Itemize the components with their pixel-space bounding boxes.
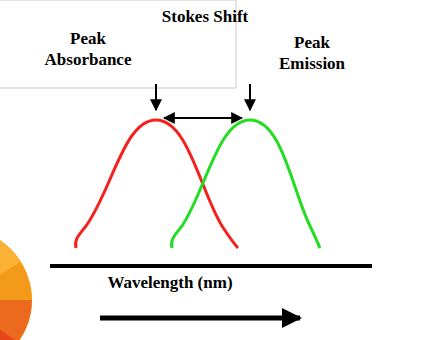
emission-curve: [171, 120, 320, 248]
peak-pointer: [155, 84, 157, 110]
axis-label: Wavelength (nm): [80, 272, 260, 293]
shift-arrow: [164, 117, 242, 119]
peak-label: Peak Absorbance: [29, 28, 147, 70]
decor-circle: [0, 228, 32, 340]
absorbance-curve: [75, 120, 238, 248]
wavelength-arrow: [100, 316, 300, 321]
peak-pointer: [249, 84, 251, 110]
axis-baseline: [50, 264, 372, 268]
shift-label: Stokes Shift: [135, 6, 275, 27]
peak-label: Peak Emission: [262, 32, 362, 74]
